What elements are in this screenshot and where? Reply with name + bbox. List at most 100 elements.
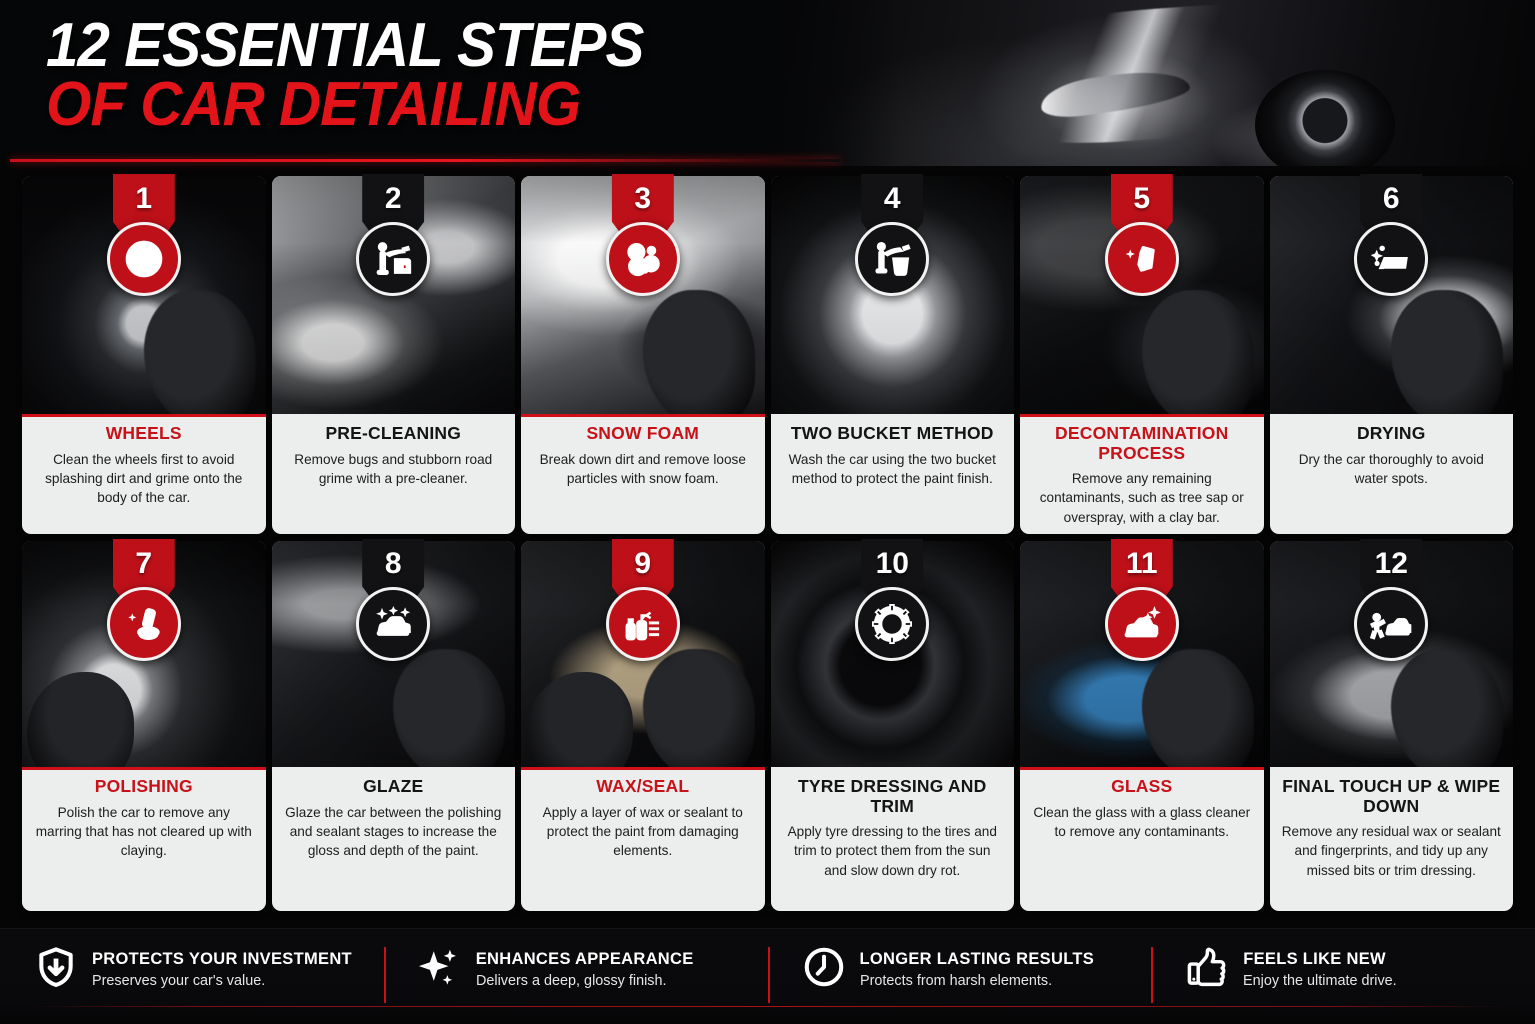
step-title-11: GLASS [1111,776,1173,796]
final-buff-icon [1354,587,1429,661]
step-card-9[interactable]: 9 WAX/SEAL Apply a layer of wax or se [521,539,765,911]
step-title-12: FINAL TOUCH UP & WIPE DOWN [1282,776,1501,816]
clay-bar-icon [1104,222,1179,296]
step-number-7: 7 [135,547,153,580]
step-number-1: 1 [135,182,153,215]
steps-grid-row-1: 1 WHEELS Clean the wheels first to avoid… [22,174,1514,535]
shiny-car-icon [356,587,431,661]
benefit-subtitle-3: Protects from harsh elements. [859,972,1052,989]
step-body-7: POLISHING Polish the car to remove any m… [22,767,266,868]
step-description-12: Remove any residual wax or sealant and f… [1281,824,1501,878]
step-title-6: DRYING [1356,423,1426,443]
polisher-icon [106,587,181,661]
header-red-rule [10,159,840,162]
benefit-text-2: ENHANCES APPEARANCE Delivers a deep, glo… [476,950,694,989]
benefit-protects-investment: PROTECTS YOUR INVESTMENT Preserves your … [0,941,384,1013]
step-title-5: DECONTAMINATION PROCESS [1055,423,1229,463]
step-card-1[interactable]: 1 WHEELS Clean the wheels first to avoid… [22,174,266,534]
step-body-9: WAX/SEAL Apply a layer of wax or sealant… [521,767,765,868]
step-title-2: PRE-CLEANING [325,423,462,443]
step-card-10[interactable]: 10 TYRE DRESSING AND TRI [770,539,1015,911]
step-title-1: WHEELS [105,423,182,443]
step-body-1: WHEELS Clean the wheels first to avoid s… [22,414,266,515]
tyre-icon [855,587,930,661]
step-title-7: POLISHING [94,776,193,796]
step-card-12[interactable]: 12 FINAL TOUCH UP & WIPE [1269,539,1514,911]
benefit-text-3: LONGER LASTING RESULTS Protects from har… [860,950,1095,989]
step-description-4: Wash the car using the two bucket method… [788,451,996,486]
benefit-text-1: PROTECTS YOUR INVESTMENT Preserves your … [92,950,352,989]
step-body-8: GLAZE Glaze the car between the polishin… [272,767,516,868]
benefit-longer-lasting: LONGER LASTING RESULTS Protects from har… [767,941,1152,1013]
benefit-feels-like-new: FEELS LIKE NEW Enjoy the ultimate drive. [1151,941,1535,1013]
hero-car-wheel [1255,70,1395,166]
step-body-5: DECONTAMINATION PROCESS Remove any remai… [1020,414,1264,535]
step-number-5: 5 [1133,182,1151,215]
title-line-1: 12 ESSENTIAL STEPS [46,11,644,80]
step-number-10: 10 [875,547,909,580]
step-title-9: WAX/SEAL [596,776,690,796]
step-body-2: PRE-CLEANING Remove bugs and stubborn ro… [272,414,516,496]
step-number-2: 2 [384,182,402,215]
step-title-3: SNOW FOAM [586,423,700,443]
step-number-11: 11 [1125,547,1158,580]
step-body-6: DRYING Dry the car thoroughly to avoid w… [1270,414,1514,496]
benefit-subtitle-1: Preserves your car's value. [92,972,266,989]
step-card-7[interactable]: 7 POLISHING Polish the car to remove any… [22,539,266,911]
pressure-washer-icon [356,222,431,296]
step-body-3: SNOW FOAM Break down dirt and remove loo… [521,414,765,496]
benefit-subtitle-4: Enjoy the ultimate drive. [1243,972,1397,989]
step-card-2[interactable]: 2 PRE-CLEANING Remove bugs and stubborn … [271,174,516,534]
step-number-3: 3 [634,182,652,215]
benefit-title-2: ENHANCES APPEARANCE [475,950,694,968]
page-title: 12 ESSENTIAL STEPS OF CAR DETAILING [46,11,682,140]
benefit-enhances-appearance: ENHANCES APPEARANCE Delivers a deep, glo… [383,941,768,1013]
step-description-8: Glaze the car between the polishing and … [285,804,502,859]
thumbs-up-icon [1185,945,1229,994]
drying-towel-icon [1354,222,1429,296]
step-number-6: 6 [1382,182,1400,215]
foam-bubbles-icon [605,222,680,296]
step-card-11[interactable]: 11 GLASS Clean the glass with a glass cl… [1020,539,1264,911]
clock-icon [802,945,846,994]
benefit-title-4: FEELS LIKE NEW [1243,950,1386,968]
header-banner: 12 ESSENTIAL STEPS OF CAR DETAILING [0,0,1535,166]
step-number-9: 9 [634,547,652,580]
step-number-12: 12 [1374,547,1408,580]
step-card-4[interactable]: 4 TWO BUCKET METHOD Wash the car using t… [770,174,1015,534]
step-number-8: 8 [384,547,402,580]
step-body-11: GLASS Clean the glass with a glass clean… [1020,767,1264,849]
benefit-text-4: FEELS LIKE NEW Enjoy the ultimate drive. [1243,950,1403,989]
spray-bottles-icon [605,587,680,661]
benefit-title-3: LONGER LASTING RESULTS [859,950,1095,968]
hero-car-image [775,0,1535,166]
wheel-icon [106,222,181,296]
step-title-10: TYRE DRESSING AND TRIM [798,776,987,816]
step-card-6[interactable]: 6 DRYING Dry the car thoroughly to avoid… [1269,174,1514,534]
step-description-7: Polish the car to remove any marring tha… [35,804,252,859]
car-shine-icon [1104,587,1179,661]
step-body-4: TWO BUCKET METHOD Wash the car using the… [771,414,1015,496]
step-description-10: Apply tyre dressing to the tires and tri… [787,824,997,878]
step-card-3[interactable]: 3 SNOW FOAM Break down dirt and remove l… [521,174,765,534]
step-body-10: TYRE DRESSING AND TRIM Apply tyre dressi… [771,767,1015,888]
step-description-11: Clean the glass with a glass cleaner to … [1033,804,1251,839]
bucket-wash-icon [855,222,930,296]
step-card-8[interactable]: 8 GLAZE Glaze the car between the polish… [271,539,516,911]
step-number-4: 4 [883,182,901,215]
step-description-3: Break down dirt and remove loose particl… [539,451,746,486]
step-description-5: Remove any remaining contaminants, such … [1039,471,1244,525]
step-card-5[interactable]: 5 DECONTAMINATION PROCESS Remove any rem… [1020,174,1264,535]
step-body-12: FINAL TOUCH UP & WIPE DOWN Remove any re… [1270,767,1514,888]
sparkle-icon [418,945,462,994]
step-description-1: Clean the wheels first to avoid splashin… [45,451,243,506]
step-description-6: Dry the car thoroughly to avoid water sp… [1298,451,1484,486]
step-title-4: TWO BUCKET METHOD [790,423,994,443]
title-line-2: OF CAR DETAILING [46,70,581,140]
step-description-9: Apply a layer of wax or sealant to prote… [542,804,743,859]
benefit-title-1: PROTECTS YOUR INVESTMENT [92,950,352,968]
steps-grid-row-2: 7 POLISHING Polish the car to remove any… [22,539,1514,911]
benefits-footer: PROTECTS YOUR INVESTMENT Preserves your … [0,928,1535,1024]
step-title-8: GLAZE [363,776,424,796]
